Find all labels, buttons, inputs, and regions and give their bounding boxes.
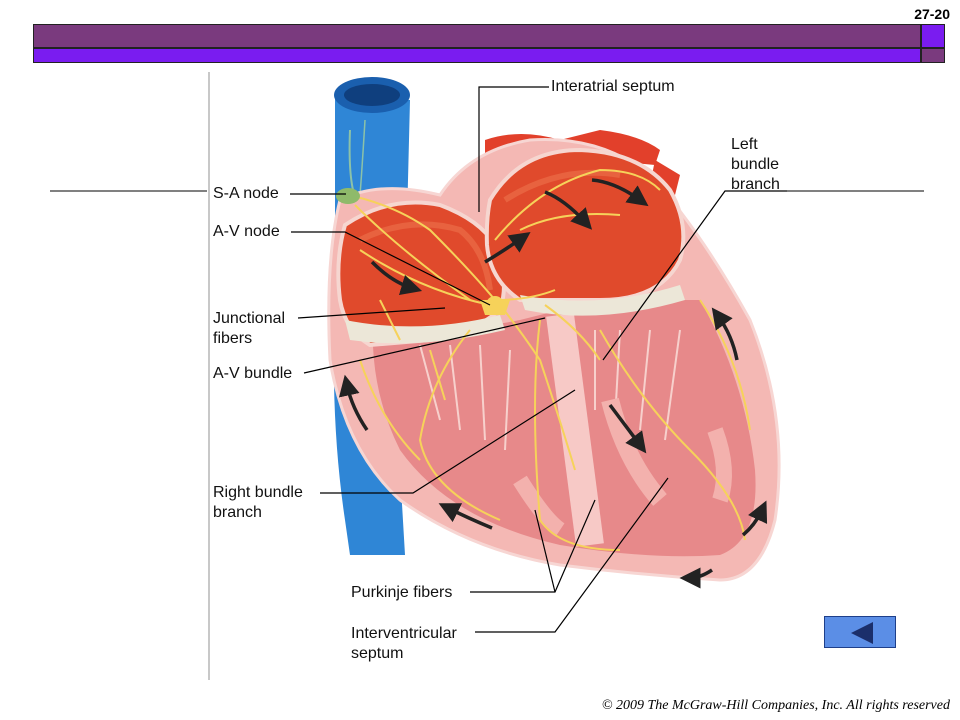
- header-square-purple: [921, 48, 945, 63]
- conduction-system: [347, 168, 751, 551]
- label-interventricular-septum: Interventricular septum: [351, 625, 457, 662]
- label-sa-node: S-A node: [213, 185, 279, 202]
- header-bar-purple: [33, 24, 921, 48]
- label-left-bundle-branch: Left bundle branch: [731, 136, 780, 193]
- header-square-blue: [921, 24, 945, 48]
- label-junctional-fibers: Junctional fibers: [213, 310, 286, 347]
- interventricular-septum-wall: [546, 313, 604, 547]
- conduction-arrows: [338, 178, 768, 589]
- copyright-notice: © 2009 The McGraw-Hill Companies, Inc. A…: [601, 698, 950, 713]
- header-bar-blue: [33, 48, 921, 63]
- label-right-bundle-branch: Right bundle branch: [213, 484, 303, 521]
- slide-number: 27-20: [914, 6, 950, 22]
- sa-node: [336, 188, 360, 204]
- label-purkinje-fibers: Purkinje fibers: [351, 584, 453, 601]
- triangle-left-icon: [851, 622, 873, 644]
- label-av-node: A-V node: [213, 223, 280, 240]
- label-interatrial-septum: Interatrial septum: [551, 78, 675, 95]
- leader-lines: [290, 86, 787, 633]
- label-av-bundle: A-V bundle: [213, 365, 293, 382]
- back-button[interactable]: [824, 616, 896, 648]
